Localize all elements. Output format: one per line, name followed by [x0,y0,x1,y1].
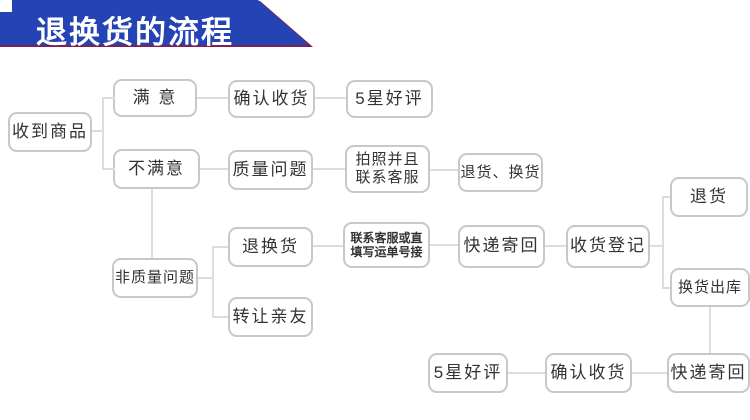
connector-line [662,196,670,198]
node-courier-send-back-mid: 快递寄回 [458,225,545,268]
node-label-line1: 拍照并且 [355,151,420,169]
connector-line [430,169,458,171]
node-confirm-receipt-top: 确认收货 [228,80,315,118]
connector-line [212,246,228,248]
connector-line [313,245,343,247]
node-label: 快递寄回 [670,362,747,382]
node-transfer-to-friends: 转让亲友 [228,297,313,337]
connector-line [151,189,153,258]
node-label: 换货出库 [677,278,742,296]
node-label: 退货 [690,186,728,206]
node-label: 满 意 [132,87,178,107]
banner-shape [0,0,309,45]
connector-line [313,168,345,170]
connector-line [102,168,115,170]
node-5-star-review-top: 5星好评 [346,80,433,118]
connector-line [198,277,214,279]
banner-shape-svg [0,0,313,47]
node-return-exchange: 退换货 [228,227,313,267]
node-photo-and-contact-service: 拍照并且 联系客服 [345,145,430,193]
node-label: 退换货 [242,236,299,256]
connector-line [508,372,545,374]
node-non-quality-problem: 非质量问题 [112,258,198,298]
node-label: 5星好评 [433,362,503,382]
connector-line [197,97,228,99]
node-5-star-review-bottom: 5星好评 [428,353,508,393]
connector-line [662,287,670,289]
node-exchange-outbound: 换货出库 [670,268,750,307]
connector-line [200,168,228,170]
connector-bracket [662,196,664,289]
node-label: 快递寄回 [463,236,540,256]
node-confirm-receipt-bottom: 确认收货 [545,353,632,393]
node-label: 确认收货 [233,88,310,108]
connector-line [632,372,667,374]
node-label: 收货登记 [570,236,646,256]
node-receipt-registration: 收货登记 [566,225,650,268]
connector-line [92,130,104,132]
title-banner: 退换货的流程 [0,0,750,50]
node-return-or-exchange-result: 退货、换货 [458,153,543,192]
connector-line [430,244,458,246]
node-return-goods: 退货 [670,177,748,217]
connector-line [709,307,711,353]
node-label: 转让亲友 [232,306,309,326]
node-contact-service-or-fill-waybill: 联系客服或直 填写运单号接 [343,222,430,268]
node-received-goods: 收到商品 [8,112,92,152]
node-label: 确认收货 [550,362,627,382]
node-label: 退货、换货 [460,163,541,181]
page-title: 退换货的流程 [36,15,234,50]
connector-line [315,97,346,99]
node-label: 5星好评 [355,88,424,108]
node-label-line1: 联系客服或直 [350,230,423,245]
node-quality-problem: 质量问题 [228,150,313,190]
node-label: 质量问题 [232,159,309,179]
connector-line [212,316,228,318]
connector-bracket [212,246,214,318]
node-label: 收到商品 [12,121,88,141]
node-not-satisfied: 不满意 [113,149,200,189]
node-label: 非质量问题 [114,269,195,287]
node-label: 不满意 [128,158,185,178]
node-label-line2: 填写运单号接 [350,245,423,259]
connector-line [650,245,664,247]
connector-bracket [102,97,104,170]
node-label-line2: 联系客服 [355,169,420,186]
node-satisfied: 满 意 [113,79,197,117]
node-courier-send-back-bottom: 快递寄回 [667,353,750,393]
connector-line [102,97,115,99]
connector-line [545,245,566,247]
